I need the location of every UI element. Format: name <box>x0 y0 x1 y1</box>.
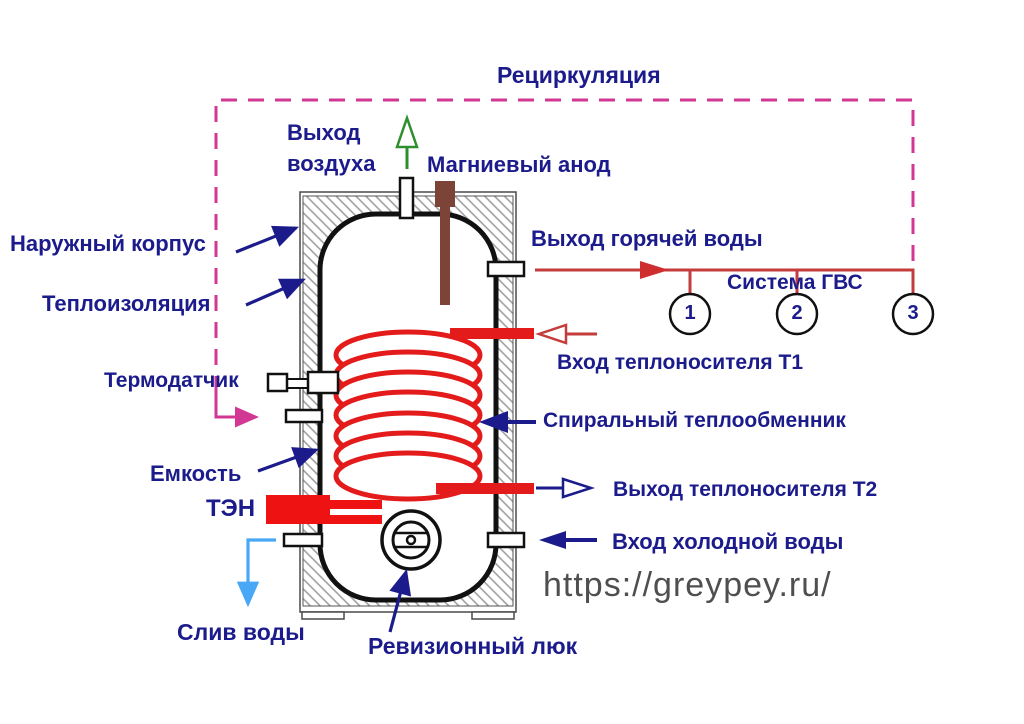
tap-circle-3 <box>891 292 935 336</box>
tap-point-1: 1 <box>684 302 696 324</box>
tap-circle-2 <box>775 292 819 336</box>
t2-outlet-label: Выход теплоносителя Т2 <box>613 478 878 501</box>
hot-water-outlet-label: Выход горячей воды <box>531 226 763 251</box>
air-vent-pipe <box>398 176 415 220</box>
heating-element-shape <box>266 495 382 524</box>
heating-element-label: ТЭН <box>206 495 256 522</box>
cold-water-inlet-label: Вход холодной воды <box>612 529 844 554</box>
t2-outlet-pipe <box>436 483 534 494</box>
t1-inlet-arrow-icon <box>535 323 597 345</box>
hot-water-pipe-stub <box>486 260 526 278</box>
cold-water-arrow-icon <box>539 531 597 549</box>
dhw-line <box>535 261 915 294</box>
label-pointer-arrows <box>235 225 412 633</box>
tap-point-2: 2 <box>791 302 803 324</box>
tank-arrow-icon <box>257 447 320 473</box>
insulation-label: Теплоизоляция <box>42 291 211 316</box>
anode-rod <box>435 181 455 305</box>
t1-inlet-label: Вход теплоносителя Т1 <box>557 351 804 374</box>
tap-circle-1 <box>668 292 712 336</box>
heat-exchanger-label: Спиральный теплообменник <box>543 409 846 432</box>
recirculation-label: Рециркуляция <box>497 62 661 88</box>
drain-label: Слив воды <box>177 619 305 645</box>
hot-water-flow-arrow-icon <box>640 261 669 279</box>
tap-circles <box>668 292 935 336</box>
inspection-hatch-arrow-icon <box>388 568 412 633</box>
drain-pipe-stub <box>282 532 324 548</box>
tank-label: Емкость <box>150 461 242 486</box>
cold-water-pipe-stub <box>486 531 526 549</box>
air-outlet-label: Выход воздуха <box>287 120 376 176</box>
temp-sensor-label: Термодатчик <box>104 369 239 392</box>
inspection-hatch-label: Ревизионный люк <box>368 633 578 659</box>
recirculation-arrow-icon <box>214 388 259 428</box>
spiral-coil <box>333 329 483 502</box>
t1-inlet-pipe <box>450 328 534 339</box>
dhw-system-label: Система ГВС <box>727 271 863 294</box>
heat-exchanger-arrow-icon <box>479 411 536 433</box>
recirculation-pipe-stub <box>284 408 324 424</box>
inspection-hatch-shape <box>380 509 442 571</box>
outer-casing-label: Наружный корпус <box>10 231 206 256</box>
outer-casing-arrow-icon <box>235 225 299 254</box>
insulation-arrow-icon <box>245 278 306 307</box>
watermark-url: https://greypey.ru/ <box>543 566 832 604</box>
t2-outlet-arrow-icon <box>536 477 596 499</box>
temp-sensor-shape <box>266 370 340 395</box>
recirculation-dashed-line <box>214 98 915 428</box>
anode-label: Магниевый анод <box>427 152 611 177</box>
drain-arrow-icon <box>236 538 276 608</box>
air-outlet-arrow-icon <box>395 114 419 169</box>
tap-point-3: 3 <box>907 302 919 324</box>
